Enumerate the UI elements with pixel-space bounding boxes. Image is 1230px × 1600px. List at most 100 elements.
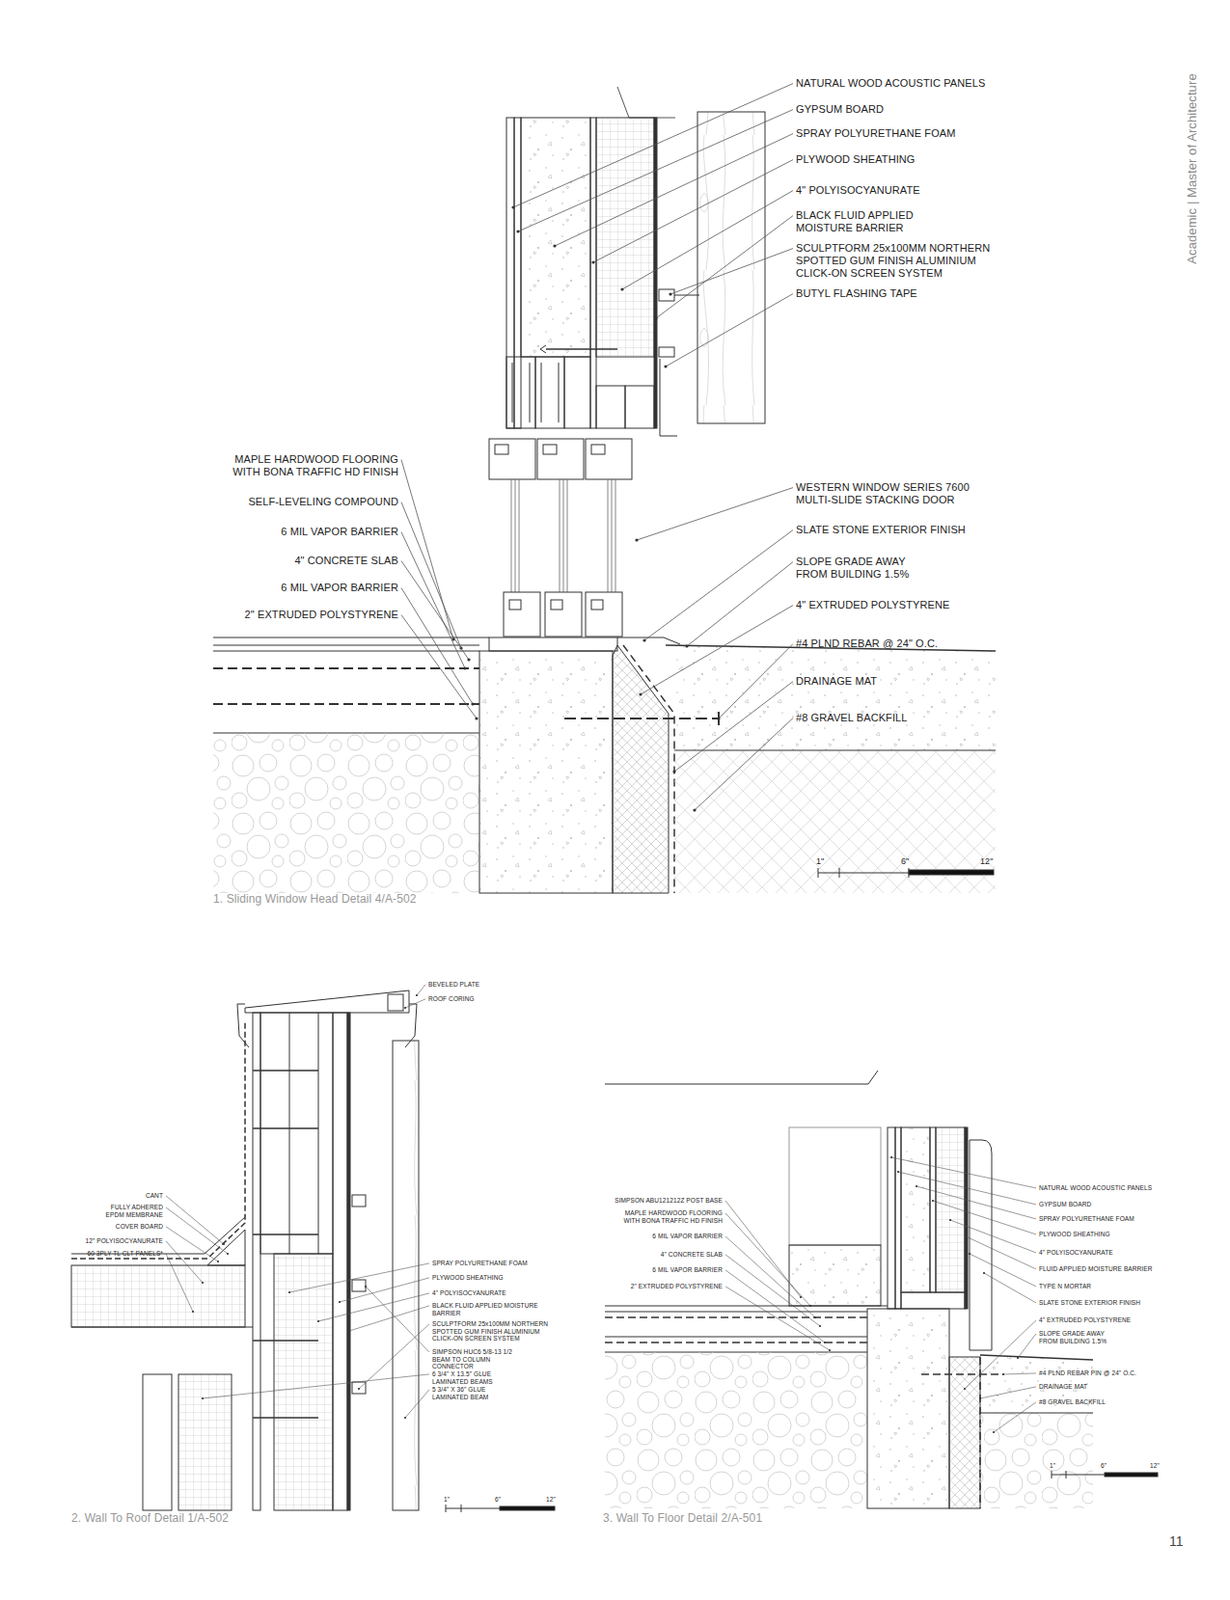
scale-label: 6" (494, 1496, 501, 1504)
callout-label: 5 3/4" X 36" GLUE LAMINATED BEAM (432, 1386, 505, 1401)
scale-label: 6" (1100, 1462, 1107, 1471)
leader-dot (288, 1291, 291, 1294)
leader-line (349, 1306, 430, 1332)
leader-line (898, 1172, 1037, 1205)
leader-dot (404, 1007, 407, 1010)
callout-label: 4" POLYISOCYANURATE (432, 1289, 507, 1298)
callout-label: 2" EXTRUDED POLYSTYRENE (245, 608, 399, 622)
leader-dot (663, 364, 667, 368)
callout-label: #8 GRAVEL BACKFILL (795, 711, 908, 725)
callout-label: 60 3PLY TL CLT PANELS* (86, 1250, 164, 1258)
leader-dot (201, 1397, 204, 1400)
callout-label: 6 3/4" X 13.5" GLUE LAMINATED BEAMS (432, 1370, 505, 1386)
callout-label: SIMPSON ABU121212Z POST BASE (614, 1197, 723, 1205)
leader-dot (463, 666, 466, 670)
callout-label: SPRAY POLYURETHANE FOAM (1038, 1215, 1135, 1224)
leader-dot (897, 1171, 900, 1174)
leader-line (993, 1402, 1037, 1433)
scale-label: 1" (443, 1496, 450, 1504)
callout-label: SPRAY POLYURETHANE FOAM (795, 127, 957, 140)
leader-line (165, 1207, 228, 1255)
leader-line (339, 1278, 430, 1303)
leader-dot (191, 1311, 194, 1313)
callout-label: SCULPTFORM 25x100MM NORTHERN SPOTTED GUM… (795, 242, 994, 280)
leader-dot (949, 1219, 952, 1222)
callout-label: 4" POLYISOCYANURATE (795, 184, 921, 197)
leader-dot (828, 1349, 831, 1352)
leader-line (891, 1157, 1037, 1189)
callout-label: 4" CONCRETE SLAB (294, 554, 399, 568)
leader-dot (348, 1330, 351, 1333)
callout-label: SCULPTFORM 25x100MM NORTHERN SPOTTED GUM… (432, 1320, 550, 1343)
leader-dot (620, 287, 624, 291)
leader-line (513, 83, 793, 208)
callout-label: 4" POLYISOCYANURATE (1038, 1249, 1114, 1258)
callout-label: PLYWOOD SHEATHING (432, 1274, 504, 1283)
leader-dot (814, 1316, 817, 1319)
scale-label: 12" (980, 856, 994, 868)
leader-dot (654, 316, 657, 320)
leader-dot (222, 1243, 225, 1246)
leader-dot (338, 1301, 341, 1304)
callout-label: NATURAL WOOD ACOUSTIC PANELS (1038, 1184, 1152, 1193)
leader-line (593, 160, 793, 263)
scale-label: 6" (901, 856, 909, 868)
leader-line (202, 1374, 430, 1399)
leader-dot (415, 994, 418, 997)
leader-dot (317, 1320, 320, 1323)
leader-dot (819, 1325, 821, 1328)
leader-line (916, 1186, 1037, 1220)
callout-label: 4" EXTRUDED POLYSTYRENE (1038, 1316, 1131, 1325)
leader-line (405, 999, 426, 1009)
leader-line (401, 615, 477, 719)
callout-label: 2" EXTRUDED POLYSTYRENE (630, 1283, 723, 1291)
leader-dot (201, 1282, 204, 1285)
leader-dot (404, 1417, 407, 1420)
callout-label: BLACK FLUID APPLIED MOISTURE BARRIER (795, 209, 941, 235)
leader-line (725, 1270, 825, 1343)
leader-dot (964, 1235, 967, 1238)
callout-label: MAPLE HARDWOOD FLOORING WITH BONA TRAFFI… (219, 453, 399, 479)
page-number: 11 (1169, 1533, 1184, 1551)
detail-caption: 3. Wall To Floor Detail 2/A-501 (602, 1511, 763, 1526)
leader-line (969, 1254, 1037, 1287)
detail-caption: 1. Sliding Window Head Detail 4/A-502 (213, 892, 416, 906)
leader-dot (963, 1388, 966, 1391)
callout-label: FLUID APPLIED MOISTURE BARRIER (1038, 1265, 1153, 1274)
callout-label: SELF-LEVELING COMPOUND (247, 495, 399, 509)
leader-dot (968, 1253, 971, 1256)
leader-line (165, 1227, 219, 1262)
leader-line (518, 109, 793, 232)
leader-line (686, 562, 793, 647)
leader-line (694, 718, 793, 811)
callout-label: PLYWOOD SHEATHING (1038, 1230, 1111, 1239)
leader-dot (716, 716, 720, 720)
leader-dot (983, 1272, 985, 1275)
callout-label: #4 PLND REBAR @ 24" O.C. (795, 637, 938, 651)
callout-label: 4" CONCRETE SLAB (660, 1251, 723, 1259)
leader-dot (511, 205, 515, 209)
leader-line (644, 530, 793, 641)
leader-line (984, 1273, 1037, 1304)
leader-dot (634, 538, 638, 542)
leader-line (718, 644, 793, 719)
leader-line (656, 216, 793, 319)
callout-label: 4" EXTRUDED POLYSTYRENE (795, 599, 950, 612)
leader-dot (357, 1388, 360, 1391)
leader-dot (668, 292, 672, 296)
leader-line (636, 488, 793, 541)
leader-dot (915, 1185, 918, 1188)
leader-dot (672, 769, 676, 773)
leader-line (622, 191, 793, 290)
leader-line (932, 1201, 1037, 1235)
leader-line (725, 1213, 811, 1307)
callout-label: DRAINAGE MAT (1038, 1383, 1088, 1392)
callout-label: DRAINAGE MAT (795, 675, 877, 688)
leader-line (665, 294, 793, 367)
callout-label: GYPSUM BOARD (795, 103, 884, 116)
leader-line (318, 1293, 430, 1322)
leader-line (289, 1263, 430, 1293)
callout-label: BLACK FLUID APPLIED MOISTURE BARRIER (432, 1302, 548, 1317)
